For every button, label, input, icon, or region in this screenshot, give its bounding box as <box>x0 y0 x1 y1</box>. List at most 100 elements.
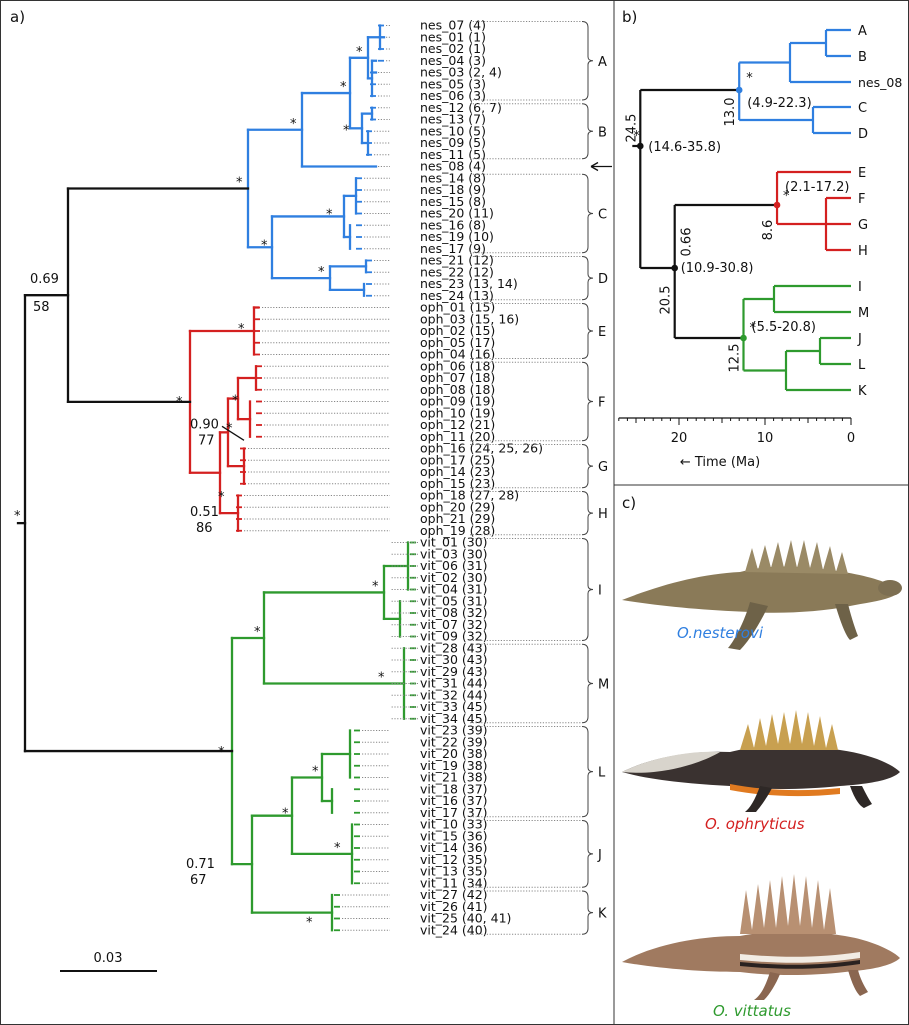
clade-label: L <box>598 766 606 781</box>
support-star: * <box>261 238 268 253</box>
chrono-tip-label: J <box>857 332 862 347</box>
chrono-tip-label: F <box>858 192 865 207</box>
chrono-tip-label: D <box>858 127 868 142</box>
chrono-tip-label: I <box>858 280 862 295</box>
axis-label: ← Time (Ma) <box>680 455 760 470</box>
chrono-vit-ci: (5.5-20.8) <box>752 320 816 335</box>
clade-label: H <box>598 507 608 522</box>
chrono-oph-ci: (2.1-17.2) <box>785 180 849 195</box>
chrono-nes-star: * <box>746 71 753 86</box>
chrono-root-age: 24.5 <box>624 114 639 143</box>
chrono-tip-label: L <box>858 358 866 373</box>
clade-label: K <box>598 907 607 922</box>
support-star: * <box>356 45 363 60</box>
support-bs-oph1: 77 <box>198 433 215 448</box>
tip-label: vit_24 (40) <box>420 922 488 937</box>
scale-bar-label: 0.03 <box>94 951 123 966</box>
support-star: * <box>334 841 341 856</box>
support-pp-oph1: 0.90 <box>190 417 219 432</box>
newt-illustrations: O.nesterovi O. ophryticus O. vittatus <box>622 540 902 1020</box>
clade-label: E <box>598 325 606 340</box>
support-pp-vit: 0.71 <box>186 857 215 872</box>
support-star: * <box>326 207 333 222</box>
clade-brace <box>582 539 593 641</box>
support-star: * <box>306 916 313 931</box>
support-star: * <box>176 395 183 410</box>
clade-label: B <box>598 125 607 140</box>
support-star: * <box>238 322 245 337</box>
chrono-tip-label: K <box>858 384 867 399</box>
clade-brace <box>582 304 593 359</box>
chrono-oph-age: 8.6 <box>761 220 776 241</box>
newt-image-ophryticus <box>622 710 900 812</box>
support-star: * <box>254 625 261 640</box>
chrono-nes-age: 13.0 <box>723 98 738 127</box>
clade-label: D <box>598 272 608 287</box>
chronogram-b: ABnes_08CDEFGHIMJLK*(14.6-35.8)*(4.9-22.… <box>619 24 903 470</box>
chrono-tip-label: A <box>858 24 867 39</box>
species-label-vittatus: O. vittatus <box>713 1002 791 1020</box>
chrono-node <box>671 265 678 272</box>
support-star: * <box>318 265 325 280</box>
clade-label: J <box>597 848 602 863</box>
tree-a-annotations: *0.6958*************0.90770.5186********… <box>14 45 385 931</box>
clade-brace <box>582 362 593 441</box>
clade-brace <box>582 104 593 159</box>
clade-label: F <box>598 396 605 411</box>
support-star: * <box>343 123 350 138</box>
axis-tick-label: 0 <box>847 431 855 446</box>
chrono-vit-age: 12.5 <box>728 344 743 373</box>
support-bs-oph2: 86 <box>196 521 213 536</box>
clade-label: C <box>598 208 607 223</box>
panel-c-label: c) <box>622 494 636 512</box>
chrono-tip-label: H <box>858 244 868 259</box>
chrono-tip-label: M <box>858 306 869 321</box>
clade-brace <box>582 174 593 253</box>
clade-label: I <box>598 584 602 599</box>
chrono-tip-label: G <box>858 218 868 233</box>
support-bs-backbone: 58 <box>33 300 50 315</box>
clade-brace <box>582 891 593 934</box>
chrono-node <box>774 202 781 209</box>
clade-brace <box>582 445 593 488</box>
axis-tick-label: 20 <box>671 431 688 446</box>
chrono-tip-label: nes_08 <box>858 75 902 90</box>
chrono-inner-pp: 0.66 <box>680 228 695 257</box>
clade-brace <box>582 257 593 300</box>
chrono-tip-label: E <box>858 166 866 181</box>
chrono-inner-age: 20.5 <box>659 286 674 315</box>
support-star: * <box>372 579 379 594</box>
clade-brace <box>582 644 593 723</box>
support-star: * <box>378 671 385 686</box>
support-bs-vit: 67 <box>190 873 207 888</box>
support-pp-backbone: 0.69 <box>30 272 59 287</box>
clade-brace <box>582 821 593 888</box>
species-label-nesterovi: O.nesterovi <box>677 624 764 642</box>
phylogenetic-tree-a <box>18 26 416 931</box>
support-star: * <box>290 117 297 132</box>
clade-brace <box>582 22 593 101</box>
tip-labels-a: nes_07 (4)nes_01 (1)nes_02 (1)nes_04 (3)… <box>244 18 543 938</box>
panel-b-label: b) <box>622 8 637 26</box>
clade-brace <box>582 727 593 817</box>
support-star: * <box>232 394 239 409</box>
chrono-tip-label: C <box>858 101 867 116</box>
support-star: * <box>236 176 243 191</box>
support-star: * <box>218 745 225 760</box>
support-star: * <box>340 80 347 95</box>
newt-image-vittatus <box>622 874 900 1000</box>
chrono-tip-label: B <box>858 50 867 65</box>
species-label-ophryticus: O. ophryticus <box>705 815 805 833</box>
panel-a-label: a) <box>10 8 25 26</box>
clade-label: G <box>598 460 608 475</box>
support-pp-oph2: 0.51 <box>190 505 219 520</box>
clade-brace <box>582 492 593 535</box>
clade-label: A <box>598 55 607 70</box>
clade-label: M <box>598 678 609 693</box>
chrono-node <box>740 335 747 342</box>
chrono-nes-ci: (4.9-22.3) <box>747 96 811 111</box>
axis-tick-label: 10 <box>757 431 774 446</box>
support-star: * <box>282 807 289 822</box>
support-star: * <box>218 490 225 505</box>
